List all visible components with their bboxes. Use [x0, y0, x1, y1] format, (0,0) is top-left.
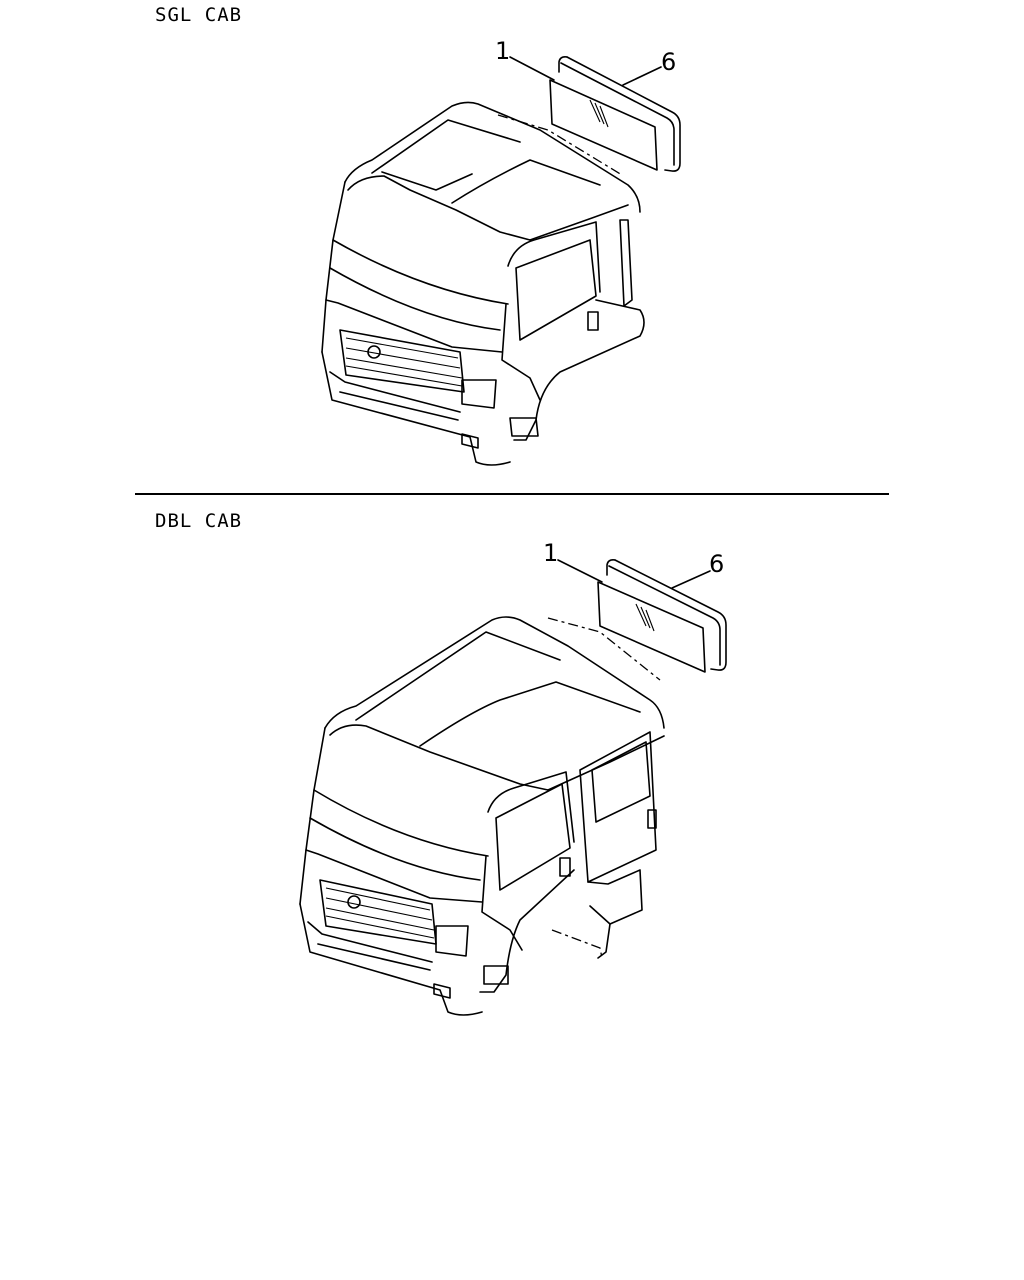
- section-divider: [135, 493, 889, 495]
- sgl-install-line: [497, 114, 623, 176]
- callout-6-dbl-weatherstrip: 6: [709, 550, 725, 578]
- callout-6-sgl-weatherstrip: 6: [661, 48, 677, 76]
- sgl-cab-body: [321, 101, 645, 466]
- sgl-weatherstrip: [558, 56, 681, 172]
- dbl-weatherstrip: [606, 559, 727, 671]
- dbl-leader-lines: [557, 559, 711, 589]
- dbl-cab-body: [299, 616, 665, 1016]
- sgl-window-glass: [549, 79, 658, 171]
- callout-1-dbl-glass: 1: [543, 539, 559, 567]
- callout-1-sgl-glass: 1: [495, 37, 511, 65]
- section-label-dbl-cab: DBL CAB: [155, 510, 243, 532]
- dbl-install-line: [547, 617, 661, 681]
- dbl-window-glass: [597, 581, 706, 673]
- section-label-sgl-cab: SGL CAB: [155, 4, 243, 26]
- sgl-leader-lines: [509, 56, 662, 86]
